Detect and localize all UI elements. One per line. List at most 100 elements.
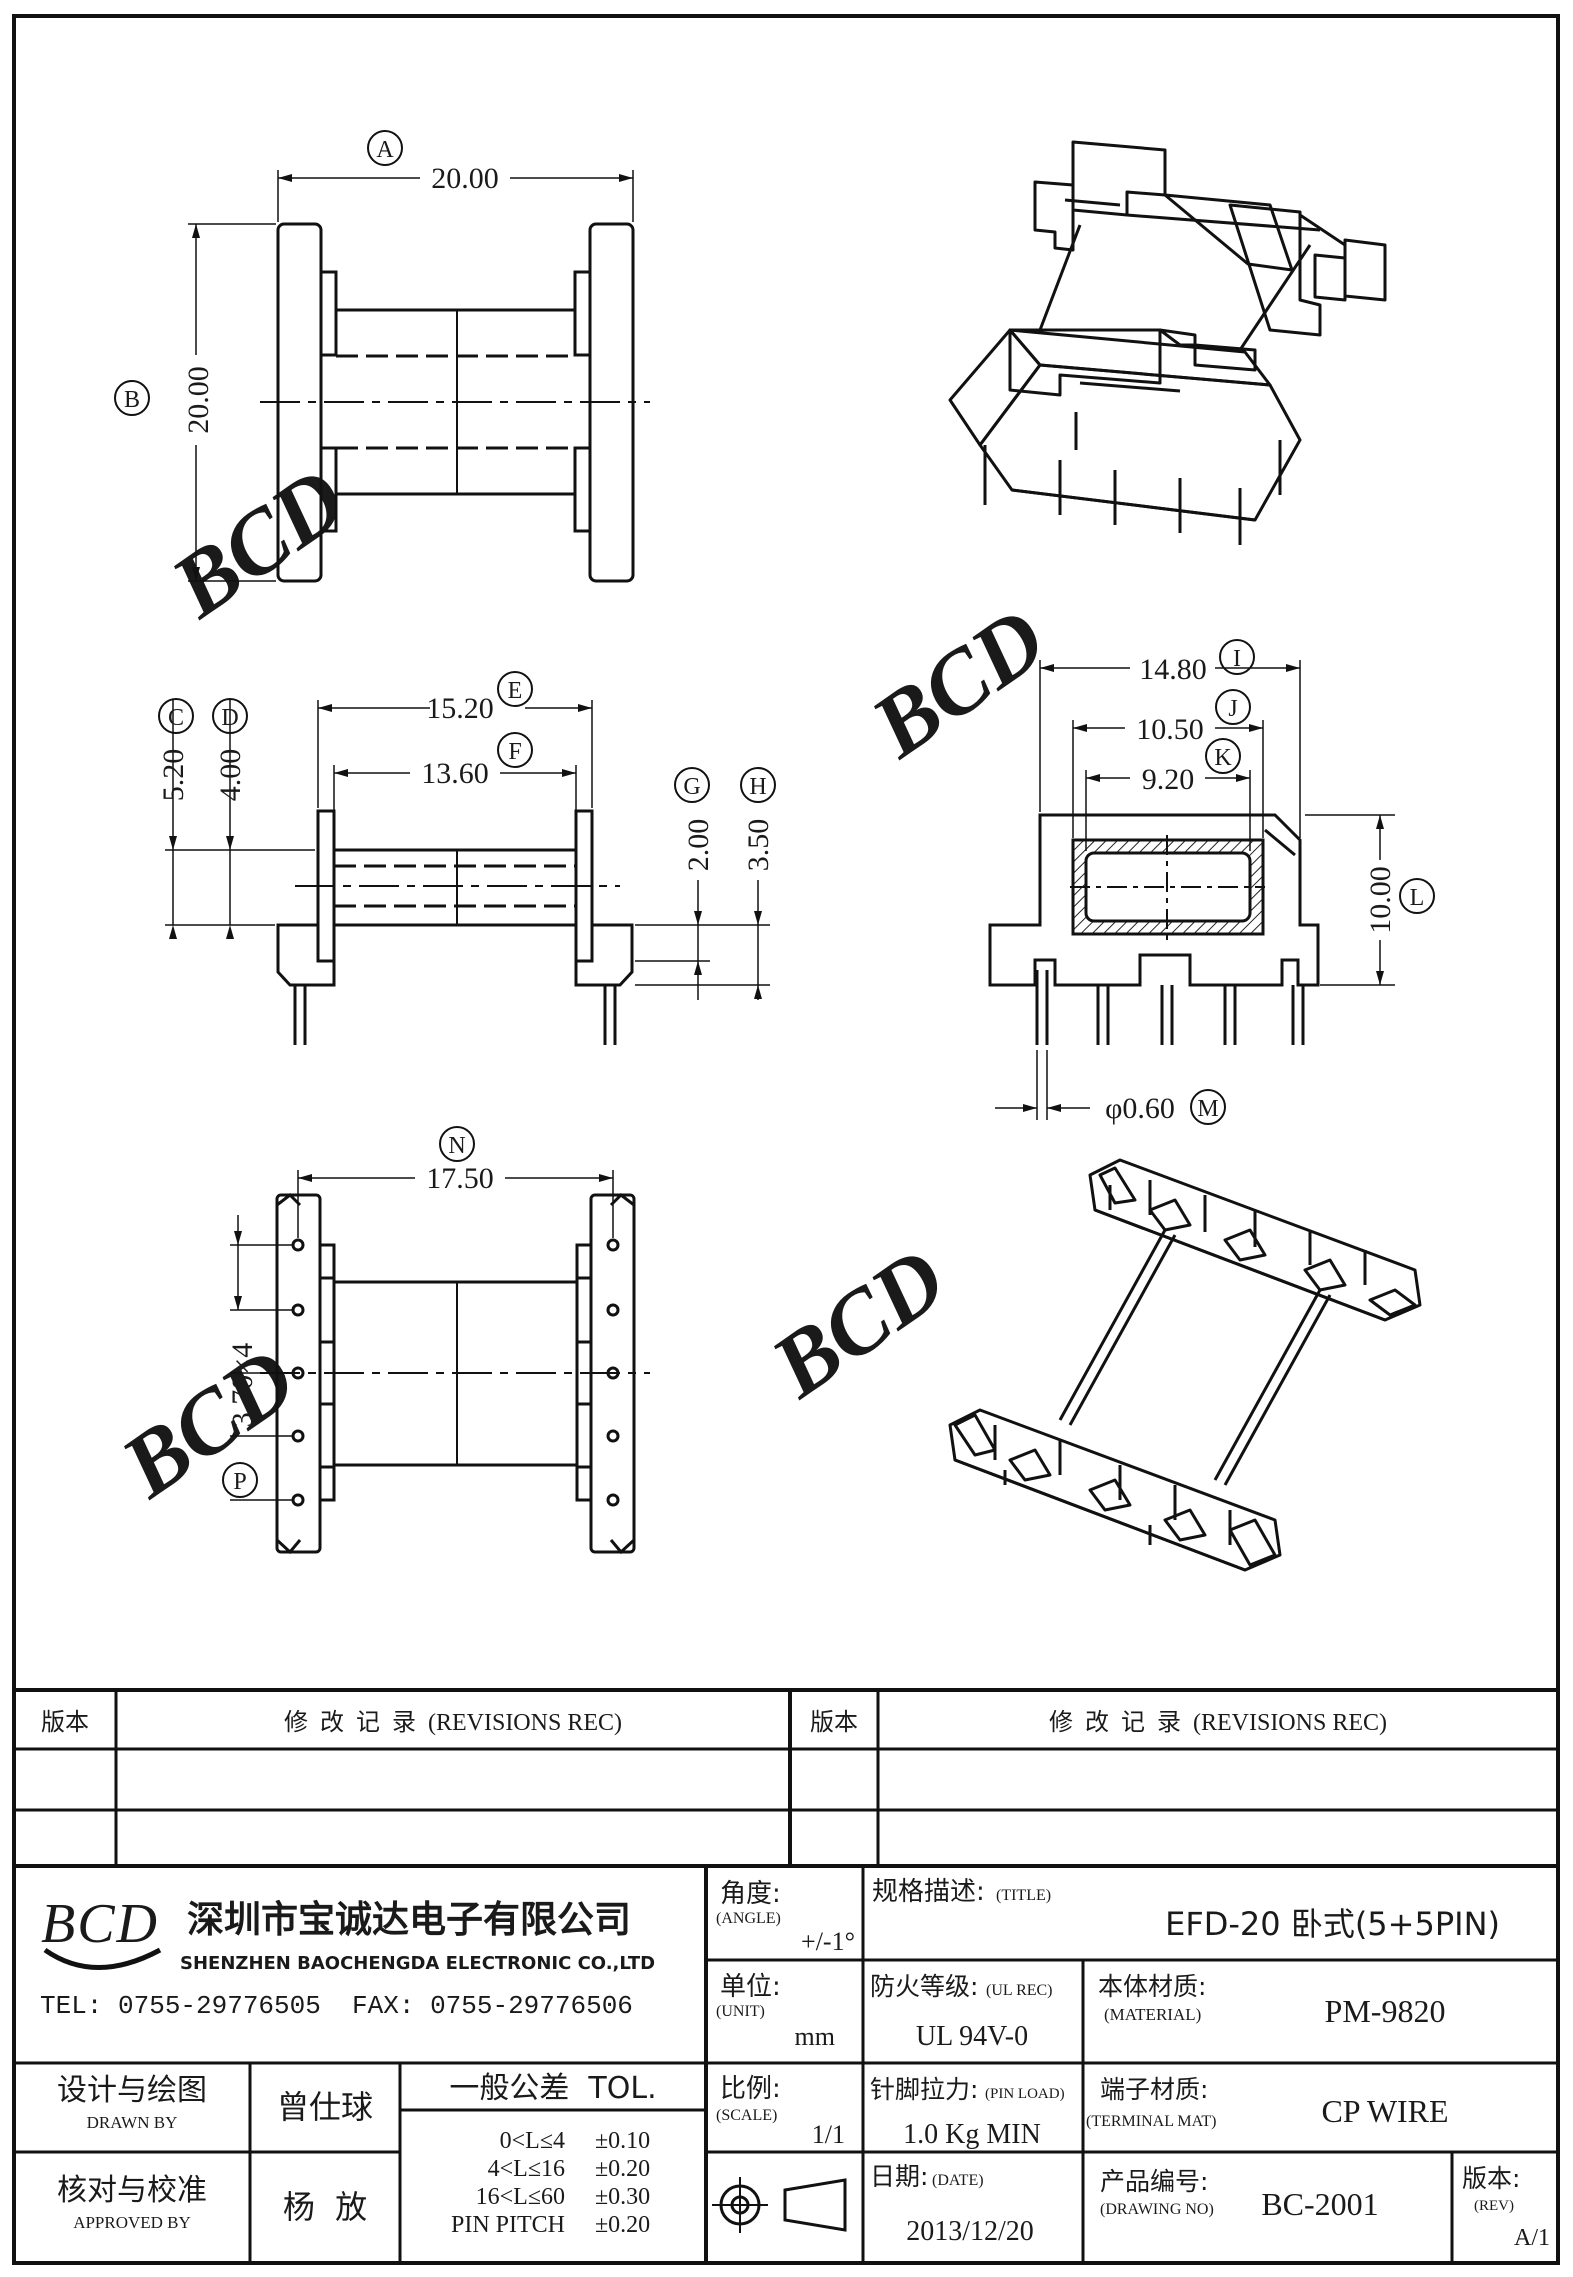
dim-value-a: 20.00 [431,162,499,195]
dim-label-b: B [124,387,140,413]
tolerance-range: 0<L≤4 [500,2128,565,2154]
dim-value-g: 2.00 [682,819,715,872]
dim-label-i: I [1233,646,1241,672]
dim-value-h: 3.50 [742,819,775,872]
dim-value-k: 9.20 [1142,763,1195,796]
dim-label-c: C [168,705,184,731]
tolerance-value: ±0.30 [595,2184,650,2210]
dim-value-n: 17.50 [426,1162,494,1195]
dim-value-f: 13.60 [421,757,489,790]
scale-label-en: (SCALE) [716,2107,777,2124]
revisions-record-header: 修 改 记 录 (REVISIONS REC) [1049,1709,1387,1736]
material-label-en: (MATERIAL) [1104,2005,1201,2024]
date-label-en: (DATE) [932,2172,984,2189]
title-label: 规格描述: [872,1877,985,1907]
dim-label-f: F [508,739,521,765]
drawing-no-label: 产品编号: [1100,2167,1208,2196]
scale-label: 比例: [720,2074,781,2104]
drawn-label: 设计与绘图 [57,2073,207,2108]
pin-load-label-en: (PIN LOAD) [985,2086,1065,2102]
tolerance-range: PIN PITCH [451,2212,565,2238]
revisions-version-header: 版本 [41,1708,89,1736]
tolerance-value: ±0.20 [595,2156,650,2182]
bottom-view [222,1126,650,1555]
dim-value-j: 10.50 [1136,713,1204,746]
ul-value: UL 94V-0 [916,2021,1028,2052]
drawn-label-en: DRAWN BY [87,2113,178,2132]
projection-symbol-icon [712,2177,847,2233]
dim-value-p: 3.70×4 [226,1343,259,1427]
drawing-border [12,14,1560,2265]
tolerance-value: ±0.20 [595,2212,650,2238]
terminal-value: CP WIRE [1321,2093,1448,2129]
approved-value: 杨 放 [283,2188,367,2226]
dim-label-g: G [683,774,700,800]
dim-label-m: M [1197,1096,1218,1122]
rev-value: A/1 [1514,2225,1550,2251]
tolerance-value: ±0.10 [595,2128,650,2154]
scale-value: 1/1 [812,2120,845,2149]
approved-label: 核对与校准 [57,2173,207,2208]
angle-value: +/-1° [801,1927,855,1956]
dim-label-k: K [1214,745,1232,771]
drawing-no-label-en: (DRAWING NO) [1100,2201,1214,2218]
company-name-cn: 深圳市宝诚达电子有限公司 [187,1898,631,1941]
date-value: 2013/12/20 [906,2216,1034,2247]
company-contact: TEL: 0755-29776505 FAX: 0755-29776506 [40,1991,633,2021]
dim-value-c: 5.20 [157,749,190,802]
dim-value-l: 10.00 [1364,866,1397,934]
company-name-en: SHENZHEN BAOCHENGDA ELECTRONIC CO.,LTD [180,1953,655,1974]
dim-value-m: φ0.60 [1105,1092,1175,1125]
unit-label: 单位: [720,1972,781,2002]
ul-label: 防火等级: [870,1972,978,2001]
dim-label-p: P [233,1469,246,1495]
title-label-en: (TITLE) [996,1887,1051,1904]
rev-label: 版本: [1462,2164,1520,2193]
title-value: EFD-20 卧式(5+5PIN) [1165,1905,1500,1943]
dim-label-l: L [1410,885,1425,911]
title-block-grid [14,1866,1558,2263]
ul-label-en: (UL REC) [986,1982,1053,1999]
date-label: 日期: [870,2162,928,2191]
tolerance-title: 一般公差 TOL. [449,2071,656,2106]
isometric-view-bottom [948,1158,1422,1572]
tolerance-range: 16<L≤60 [476,2184,565,2210]
top-view [114,130,650,583]
tolerance-range: 4<L≤16 [488,2156,565,2182]
drawing-no-value: BC-2001 [1261,2186,1378,2222]
dim-value-e: 15.20 [426,692,494,725]
watermark: BCD [104,1329,313,1517]
terminal-label: 端子材质: [1100,2075,1208,2104]
dim-label-h: H [749,774,766,800]
watermark: BCD [154,449,363,637]
revisions-record-header: 修 改 记 录 (REVISIONS REC) [284,1709,622,1736]
watermark: BCD [754,1229,963,1417]
isometric-view-top [948,140,1387,545]
watermark: BCD [854,589,1063,777]
side-view [158,671,776,1045]
dim-value-d: 4.00 [214,749,247,802]
dim-label-j: J [1228,696,1237,722]
revisions-table [14,1688,1558,1868]
pin-load-value: 1.0 Kg MIN [903,2119,1041,2150]
dim-label-d: D [221,705,238,731]
pin-load-label: 针脚拉力: [870,2075,978,2104]
unit-label-en: (UNIT) [716,2003,765,2020]
dim-value-i: 14.80 [1139,653,1207,686]
approved-label-en: APPROVED BY [73,2213,191,2232]
material-value: PM-9820 [1325,1993,1446,2029]
logo-text: BCD [41,1893,159,1955]
material-label: 本体材质: [1098,1972,1206,2001]
unit-value: mm [795,2022,835,2051]
rev-label-en: (REV) [1474,2198,1514,2214]
drawn-value: 曾仕球 [277,2088,373,2126]
dim-label-n: N [448,1133,465,1159]
company-logo: BCD [41,1893,162,1970]
dim-label-e: E [508,678,523,704]
angle-label: 角度: [720,1879,781,1909]
terminal-label-en: (TERMINAL MAT) [1086,2113,1217,2130]
front-view [988,639,1435,1125]
dim-label-a: A [376,137,394,163]
revisions-version-header: 版本 [810,1708,858,1736]
angle-label-en: (ANGLE) [716,1910,781,1927]
